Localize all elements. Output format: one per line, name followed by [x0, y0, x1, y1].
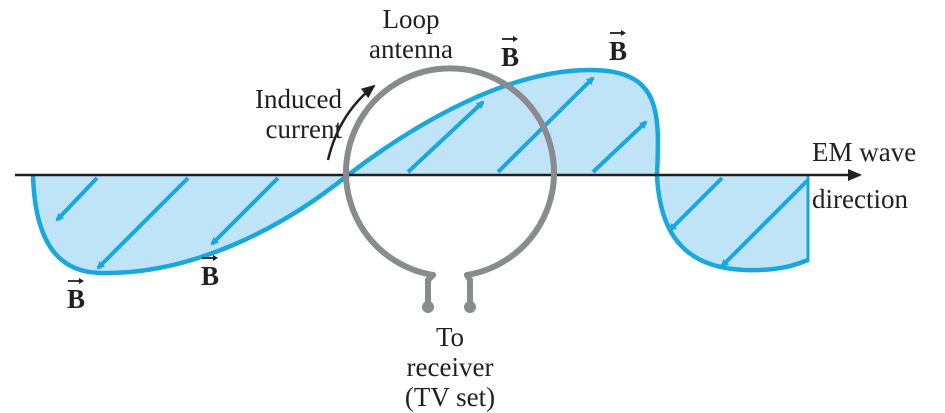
b-vector-label-bottom-middle: B: [198, 255, 222, 291]
receiver-label-line3: (TV set): [404, 382, 496, 412]
loop-antenna-label: Loop antenna: [356, 4, 466, 64]
b-vector-symbol: B: [608, 36, 627, 66]
antenna-terminal-left: [422, 301, 434, 313]
induced-current-label-line1: Induced: [255, 84, 342, 114]
receiver-label: To receiver (TV set): [385, 322, 515, 412]
b-vector-symbol: B: [200, 261, 219, 291]
loop-antenna-label-line2: antenna: [369, 34, 453, 64]
em-wave-label-line1: EM wave: [812, 137, 917, 167]
receiver-label-line1: To: [435, 322, 465, 352]
loop-antenna-label-line1: Loop: [382, 4, 440, 34]
b-vector-label-bottom-left: B: [64, 278, 88, 314]
b-field-arrows-left: [55, 176, 280, 270]
b-vector-label-top-left: B: [498, 36, 522, 72]
wave-curve: [30, 67, 809, 276]
induced-current-label: Induced current: [236, 84, 342, 144]
em-wave-label-line2: direction: [812, 184, 908, 214]
b-vector-label-top-right: B: [606, 30, 630, 66]
receiver-label-line2: receiver: [406, 352, 494, 382]
loop-antenna: [343, 65, 557, 306]
induced-current-arrow: [326, 84, 376, 161]
b-vector-symbol: B: [500, 42, 519, 72]
b-vector-symbol: B: [66, 284, 85, 314]
antenna-terminal-right: [464, 301, 476, 313]
wave-shaded-area: [33, 70, 808, 274]
b-field-arrows-right: [668, 176, 810, 268]
induced-current-label-line2: current: [265, 114, 342, 144]
